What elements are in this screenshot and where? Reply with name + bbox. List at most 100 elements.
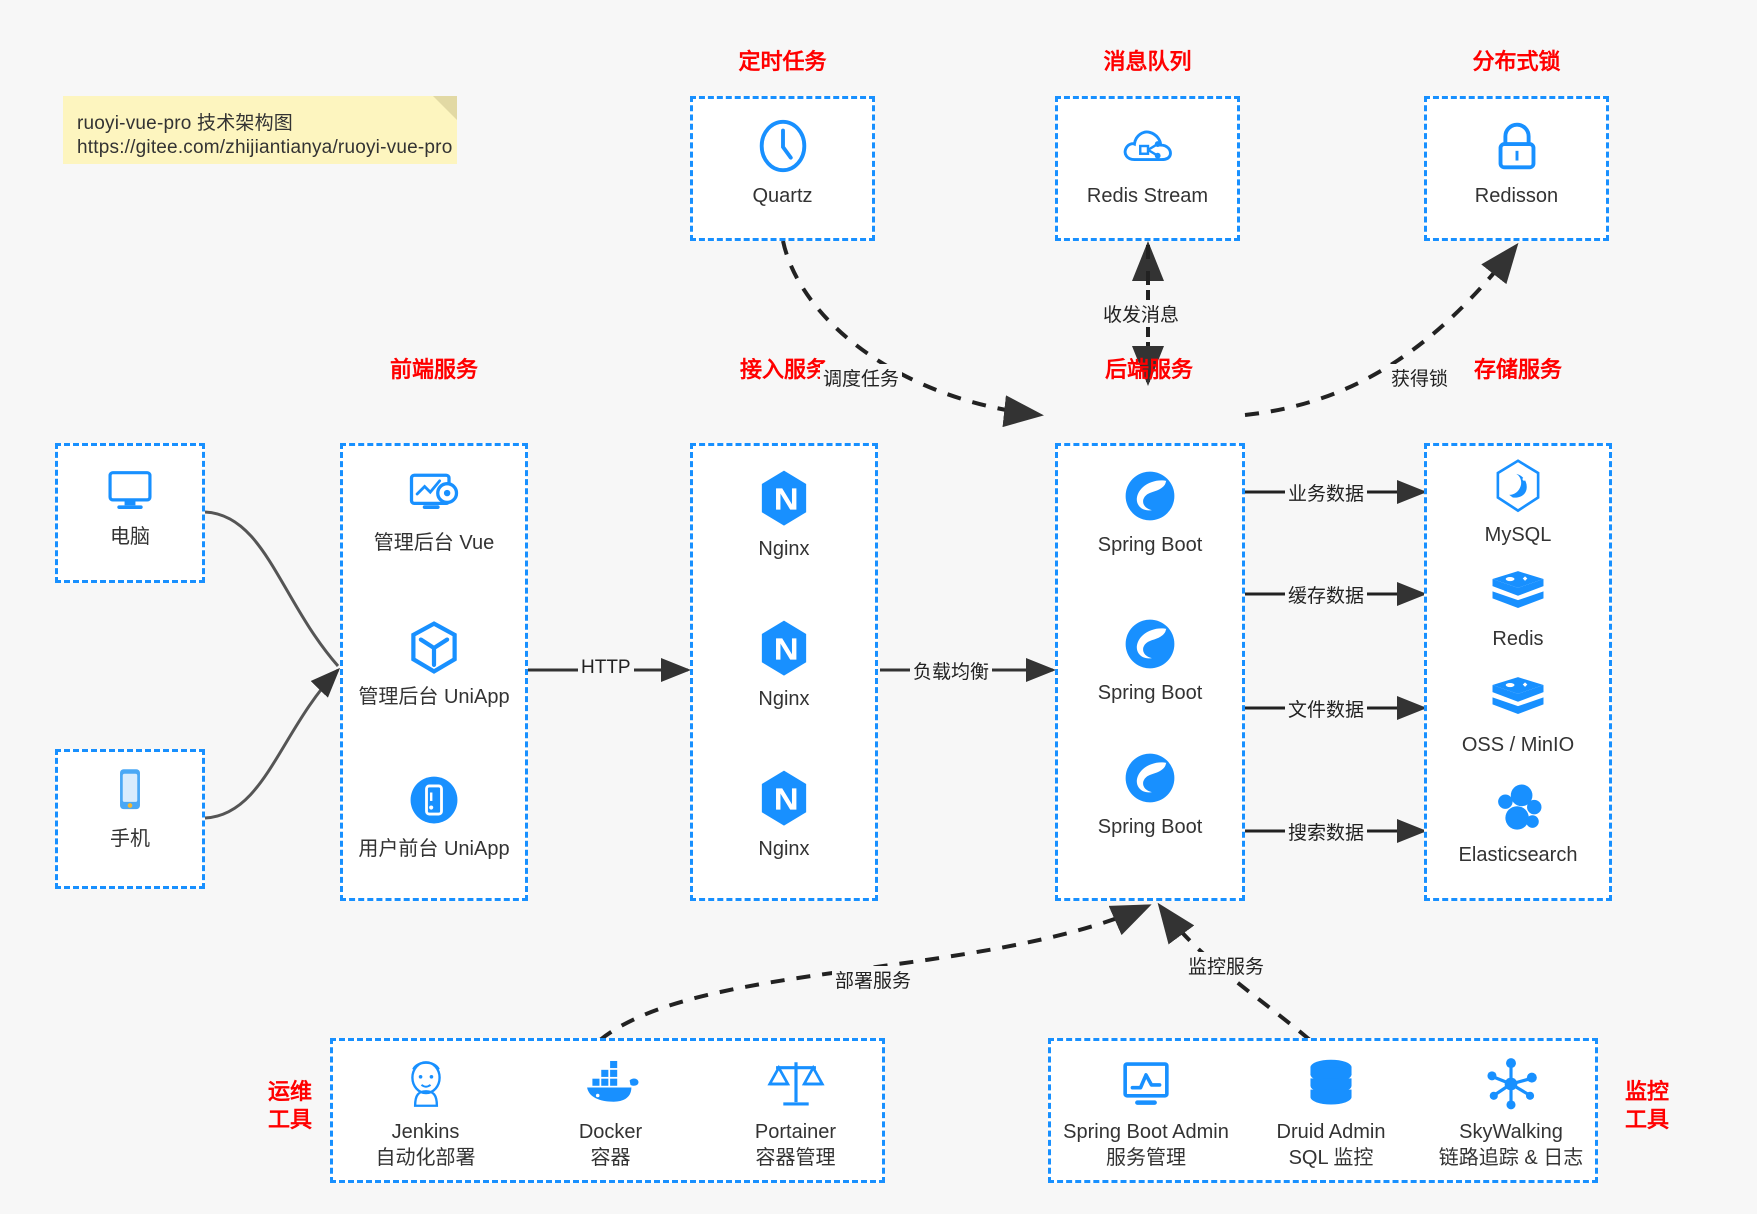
node-label: Redis: [1492, 628, 1544, 650]
skywalking-icon: [1487, 1058, 1537, 1110]
node-mysql[interactable]: MySQL: [1427, 458, 1609, 548]
nginx-icon: [761, 470, 807, 526]
node-spring-boot-admin[interactable]: Spring Boot Admin 服务管理: [1051, 1055, 1241, 1171]
caption-monitor: 监控 工具: [1612, 1078, 1682, 1133]
node-elasticsearch[interactable]: Elasticsearch: [1427, 780, 1609, 868]
node-redis-stream[interactable]: Redis Stream: [1058, 115, 1237, 209]
node-admin-uniapp[interactable]: 管理后台 UniApp: [343, 618, 525, 710]
spring-boot-icon: [1125, 619, 1175, 669]
edge-label-http: HTTP: [578, 657, 634, 679]
desktop-icon: [108, 471, 152, 509]
node-phone[interactable]: 手机: [58, 762, 202, 852]
node-label: Nginx: [758, 538, 810, 560]
group-scheduler[interactable]: Quartz: [690, 96, 875, 241]
caption-monitor-line1: 监控: [1624, 1079, 1669, 1104]
edge-label-file-data: 文件数据: [1285, 695, 1368, 722]
node-label: 手机: [110, 828, 150, 850]
caption-devops-line2: 工具: [267, 1106, 312, 1132]
sticky-note: ruoyi-vue-pro 技术架构图 https://gitee.com/zh…: [63, 96, 457, 164]
node-spring-boot-2[interactable]: Spring Boot: [1058, 614, 1242, 706]
node-label: 用户前台 UniApp: [358, 838, 510, 860]
database-icon: [1310, 1059, 1352, 1105]
node-spring-boot-1[interactable]: Spring Boot: [1058, 466, 1242, 558]
node-label: Nginx: [758, 838, 810, 860]
node-druid-admin[interactable]: Druid Admin SQL 监控: [1241, 1055, 1421, 1171]
node-label: SkyWalking: [1459, 1121, 1563, 1143]
edge-label-load-balance: 负载均衡: [910, 657, 993, 684]
group-frontend[interactable]: 管理后台 Vue 管理后台 UniApp 用户前台 UniApp: [340, 443, 528, 901]
dashboard-gear-icon: [409, 473, 459, 509]
clock-icon: [759, 119, 806, 173]
group-message-queue[interactable]: Redis Stream: [1055, 96, 1240, 241]
node-label: 管理后台 Vue: [373, 532, 495, 554]
node-label: Spring Boot Admin: [1063, 1121, 1229, 1143]
node-admin-vue[interactable]: 管理后台 Vue: [343, 464, 525, 556]
caption-devops-line1: 运维: [267, 1079, 312, 1104]
group-device-pc[interactable]: 电脑: [55, 443, 205, 583]
node-portainer[interactable]: Portainer 容器管理: [703, 1055, 888, 1171]
node-label: Nginx: [758, 688, 810, 710]
node-nginx-1[interactable]: Nginx: [693, 468, 875, 562]
jenkins-icon: [410, 1061, 441, 1107]
edge-label-schedule-task: 调度任务: [820, 364, 903, 391]
group-storage[interactable]: MySQL Redis OSS / MinIO: [1424, 443, 1612, 901]
node-quartz[interactable]: Quartz: [693, 115, 872, 209]
elasticsearch-icon: [1498, 784, 1542, 830]
spring-boot-icon: [1125, 471, 1175, 521]
redis-icon: [1492, 571, 1544, 609]
group-devops-tools[interactable]: Jenkins 自动化部署 Docker 容器: [330, 1038, 885, 1183]
edge-label-send-receive-message: 收发消息: [1100, 300, 1183, 327]
spring-boot-icon: [1125, 753, 1175, 803]
node-label: 电脑: [110, 526, 150, 548]
node-nginx-2[interactable]: Nginx: [693, 618, 875, 712]
node-spring-boot-3[interactable]: Spring Boot: [1058, 748, 1242, 840]
group-monitor-tools[interactable]: Spring Boot Admin 服务管理 Druid Admin SQL 监…: [1048, 1038, 1598, 1183]
node-redis[interactable]: Redis: [1427, 568, 1609, 652]
node-sublabel: 自动化部署: [375, 1147, 476, 1169]
node-sublabel: 链路追踪 & 日志: [1438, 1147, 1584, 1169]
node-label: Portainer: [754, 1121, 837, 1143]
note-fold-icon: [433, 96, 457, 120]
edge-label-acquire-lock: 获得锁: [1388, 364, 1452, 391]
node-label: Spring Boot: [1097, 682, 1203, 704]
node-skywalking[interactable]: SkyWalking 链路追踪 & 日志: [1421, 1055, 1601, 1171]
group-backend[interactable]: Spring Boot Spring Boot Spring Boot: [1055, 443, 1245, 901]
node-label: Redisson: [1474, 185, 1559, 207]
nginx-icon: [761, 620, 807, 676]
group-distributed-lock[interactable]: Redisson: [1424, 96, 1609, 241]
node-label: Redis Stream: [1086, 185, 1209, 207]
cloud-stream-icon: [1123, 130, 1172, 162]
app-phone-icon: [410, 776, 458, 824]
node-label: Docker: [578, 1121, 643, 1143]
node-sublabel: 容器: [590, 1147, 631, 1169]
caption-backend: 后端服务: [1104, 357, 1193, 382]
node-label: MySQL: [1484, 524, 1552, 546]
node-label: Druid Admin: [1276, 1121, 1386, 1143]
node-sublabel: 服务管理: [1106, 1147, 1186, 1169]
group-device-phone[interactable]: 手机: [55, 749, 205, 889]
lock-icon: [1498, 122, 1535, 170]
edge-label-cache-data: 缓存数据: [1285, 581, 1368, 608]
edge-label-deploy-service: 部署服务: [832, 966, 915, 993]
mysql-icon: [1496, 459, 1540, 513]
node-pc[interactable]: 电脑: [58, 460, 202, 550]
node-jenkins[interactable]: Jenkins 自动化部署: [333, 1055, 518, 1171]
node-label: OSS / MinIO: [1461, 734, 1575, 756]
node-sublabel: SQL 监控: [1288, 1147, 1374, 1169]
group-gateway[interactable]: Nginx Nginx Nginx: [690, 443, 878, 901]
nginx-icon: [761, 770, 807, 826]
node-label: 管理后台 UniApp: [358, 686, 510, 708]
node-nginx-3[interactable]: Nginx: [693, 768, 875, 862]
caption-monitor-line2: 工具: [1624, 1106, 1669, 1132]
caption-mq: 消息队列: [1103, 49, 1192, 74]
node-sublabel: 容器管理: [755, 1147, 836, 1169]
node-label: Jenkins: [391, 1121, 460, 1143]
node-oss-minio[interactable]: OSS / MinIO: [1427, 674, 1609, 758]
node-label: Elasticsearch: [1458, 844, 1578, 866]
mobile-icon: [120, 769, 140, 810]
node-user-uniapp[interactable]: 用户前台 UniApp: [343, 770, 525, 862]
node-redisson[interactable]: Redisson: [1427, 115, 1606, 209]
node-docker[interactable]: Docker 容器: [518, 1055, 703, 1171]
node-label: Quartz: [752, 185, 813, 207]
caption-storage: 存储服务: [1473, 357, 1562, 382]
